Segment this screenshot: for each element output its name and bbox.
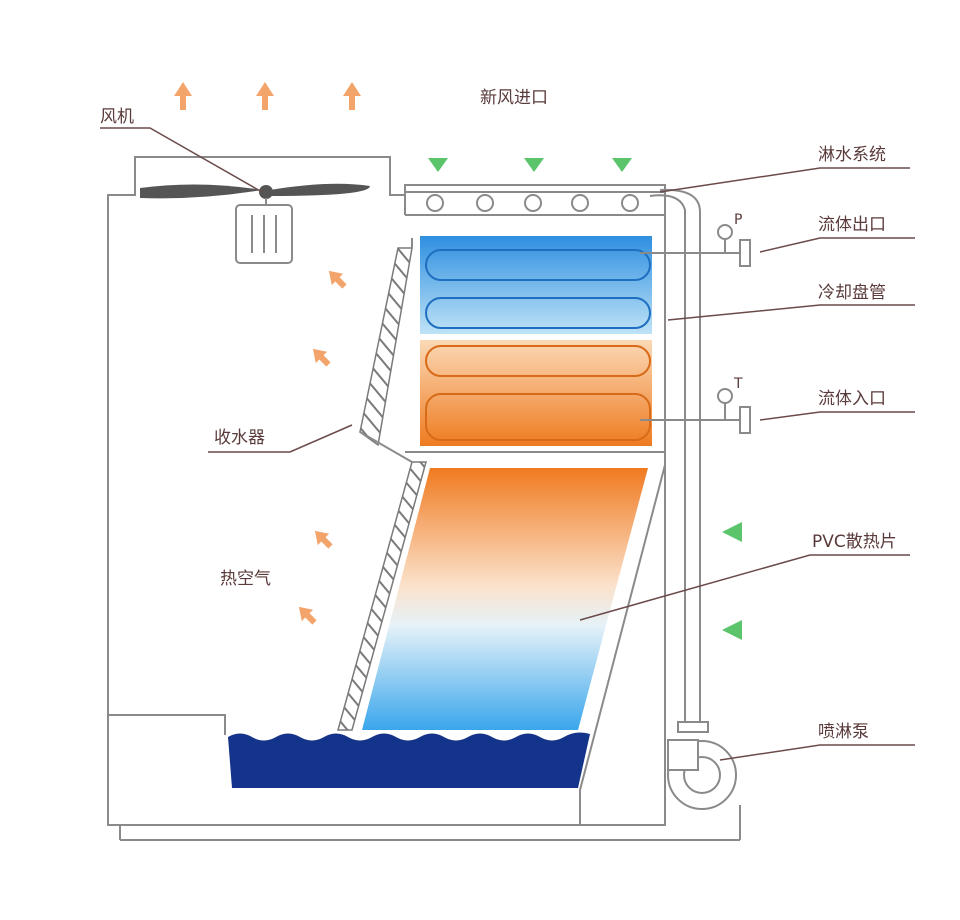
spray-nozzle-icon	[571, 194, 589, 212]
fresh-air-inlet-label: 新风进口	[480, 88, 548, 108]
spray-pump-label: 喷淋泵	[818, 722, 869, 742]
spray-system-label: 淋水系统	[818, 145, 886, 165]
up-arrow-icon	[174, 82, 192, 110]
fresh-air-arrows	[428, 158, 742, 640]
down-arrow-icon	[524, 158, 544, 172]
diagonal-arrow-icon	[298, 606, 317, 625]
housing	[107, 156, 741, 841]
fluid-inlet-connection	[640, 388, 751, 434]
spray-nozzle-icon	[524, 194, 542, 212]
cooling-coil-label: 冷却盘管	[818, 283, 886, 303]
fluid-outlet-connection	[640, 224, 751, 267]
spray-nozzle-icon	[621, 194, 639, 212]
drift-eliminator	[337, 238, 427, 731]
temperature-symbol: T	[733, 376, 743, 392]
fan-blade-icon	[270, 183, 370, 196]
spray-nozzle-icon	[476, 194, 494, 212]
left-arrow-icon	[722, 620, 742, 640]
leader-lines	[100, 127, 915, 761]
exhaust-arrows	[174, 82, 361, 110]
thermometer-icon	[717, 388, 733, 404]
down-arrow-icon	[428, 158, 448, 172]
spray-nozzle-icon	[426, 194, 444, 212]
drift-eliminator-label: 收水器	[214, 428, 265, 448]
up-arrow-icon	[343, 82, 361, 110]
spray-nozzles	[426, 194, 639, 212]
pressure-gauge-icon	[717, 224, 733, 240]
down-arrow-icon	[612, 158, 632, 172]
fluid-outlet-label: 流体出口	[818, 215, 886, 235]
fluid-inlet-label: 流体入口	[818, 389, 886, 409]
fan	[140, 183, 370, 264]
diagonal-arrow-icon	[312, 348, 331, 367]
hot-air-arrows	[298, 270, 347, 625]
hot-air-label: 热空气	[220, 569, 271, 589]
basin-water	[228, 732, 590, 788]
spray-pump-icon	[667, 739, 737, 810]
diagonal-arrow-icon	[328, 270, 347, 289]
diagonal-arrow-icon	[314, 530, 333, 549]
cooling-coil	[405, 236, 665, 453]
pvc-fill-label: PVC散热片	[812, 532, 897, 552]
fan-blade-icon	[140, 184, 262, 199]
pvc-fill	[362, 464, 666, 791]
riser-pipe	[649, 188, 709, 733]
left-arrow-icon	[722, 522, 742, 542]
fan-label: 风机	[100, 107, 134, 127]
up-arrow-icon	[256, 82, 274, 110]
pressure-symbol: P	[734, 212, 742, 228]
